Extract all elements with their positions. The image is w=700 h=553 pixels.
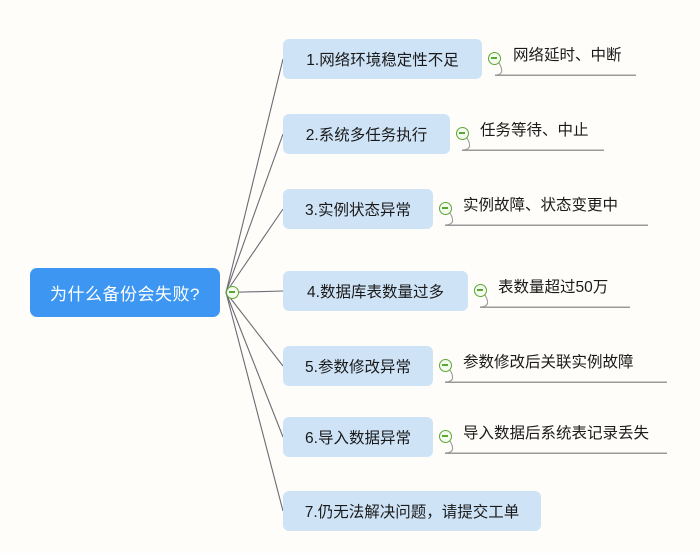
- leaf-node-5-label: 参数修改后关联实例故障: [463, 354, 634, 371]
- branch-node-5-label: 5.参数修改异常: [305, 359, 411, 376]
- minus-circle-icon-6[interactable]: [439, 430, 452, 443]
- leaf-underline-5: [445, 382, 667, 383]
- leaf-underline-1: [495, 75, 636, 76]
- branch-node-6[interactable]: 6.导入数据异常: [283, 417, 433, 457]
- root-node-label: 为什么备份会失败?: [50, 285, 200, 304]
- branch-node-7-label: 7.仍无法解决问题，请提交工单: [304, 504, 520, 521]
- branch-node-3[interactable]: 3.实例状态异常: [283, 189, 433, 229]
- minus-circle-icon-root[interactable]: [226, 286, 239, 299]
- leaf-node-6-label: 导入数据后系统表记录丢失: [463, 425, 650, 442]
- leaf-underline-4: [480, 307, 630, 308]
- leaf-node-1-label: 网络延时、中断: [513, 47, 622, 64]
- minus-circle-icon-3[interactable]: [439, 202, 452, 215]
- branch-node-5[interactable]: 5.参数修改异常: [283, 346, 433, 386]
- branch-node-1-label: 1.网络环境稳定性不足: [306, 52, 459, 69]
- minus-circle-icon-4[interactable]: [474, 284, 487, 297]
- branch-node-1[interactable]: 1.网络环境稳定性不足: [283, 39, 482, 79]
- branch-node-2[interactable]: 2.系统多任务执行: [283, 114, 450, 154]
- branch-node-2-label: 2.系统多任务执行: [305, 127, 428, 144]
- minus-circle-icon-1[interactable]: [488, 52, 501, 65]
- leaf-node-4[interactable]: 表数量超过50万: [498, 275, 608, 300]
- branch-node-4[interactable]: 4.数据库表数量过多: [283, 271, 468, 311]
- root-node[interactable]: 为什么备份会失败?: [30, 268, 220, 317]
- branch-node-7[interactable]: 7.仍无法解决问题，请提交工单: [283, 491, 541, 531]
- leaf-node-3[interactable]: 实例故障、状态变更中: [463, 193, 618, 218]
- leaf-underline-2: [462, 150, 604, 151]
- leaf-node-2[interactable]: 任务等待、中止: [480, 118, 589, 143]
- leaf-node-6[interactable]: 导入数据后系统表记录丢失: [463, 421, 649, 446]
- minus-circle-icon-2[interactable]: [456, 127, 469, 140]
- branch-node-4-label: 4.数据库表数量过多: [307, 284, 444, 301]
- leaf-underline-6: [445, 453, 667, 454]
- minus-circle-icon-5[interactable]: [439, 359, 452, 372]
- leaf-node-4-label: 表数量超过50万: [498, 279, 609, 296]
- leaf-node-2-label: 任务等待、中止: [480, 122, 589, 139]
- leaf-underline-3: [445, 225, 648, 226]
- branch-node-3-label: 3.实例状态异常: [305, 202, 411, 219]
- leaf-node-3-label: 实例故障、状态变更中: [463, 197, 619, 214]
- branch-node-6-label: 6.导入数据异常: [305, 430, 411, 447]
- leaf-node-5[interactable]: 参数修改后关联实例故障: [463, 350, 634, 375]
- leaf-node-1[interactable]: 网络延时、中断: [513, 43, 622, 68]
